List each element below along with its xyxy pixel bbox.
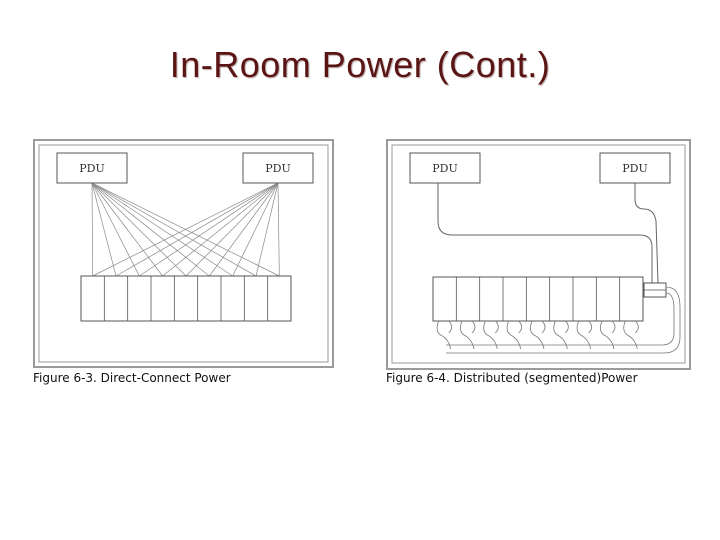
pdu-left-label: PDU bbox=[432, 162, 458, 175]
distribution-panel bbox=[643, 282, 667, 298]
power-wire bbox=[185, 182, 279, 277]
rack-drop bbox=[565, 320, 569, 334]
pdu-left-box bbox=[409, 152, 481, 184]
power-wire bbox=[91, 182, 94, 277]
rack-drop bbox=[460, 320, 475, 350]
distributed-power-diagram: PDU PDU bbox=[386, 139, 692, 371]
power-wire bbox=[277, 182, 280, 277]
rack-drop bbox=[600, 320, 615, 350]
rack-drop bbox=[635, 320, 639, 334]
rack-row-outline bbox=[432, 276, 644, 322]
rack-row bbox=[80, 275, 292, 322]
rack-drop bbox=[448, 320, 453, 334]
power-wires bbox=[91, 182, 280, 277]
rack-drop bbox=[495, 320, 499, 334]
rack-drop bbox=[541, 320, 546, 334]
rack-drop bbox=[436, 320, 452, 350]
rack-drop bbox=[483, 320, 498, 350]
power-wire bbox=[255, 182, 279, 277]
figure-caption-distributed: Figure 6-4. Distributed (segmented)Power bbox=[386, 371, 638, 385]
bus-loop bbox=[446, 292, 675, 346]
rack-row bbox=[432, 276, 644, 322]
rack-drop bbox=[588, 320, 593, 334]
power-wire bbox=[162, 182, 279, 277]
power-wire bbox=[91, 182, 140, 277]
pdu-right-label: PDU bbox=[622, 162, 648, 175]
feeder-cables bbox=[437, 183, 659, 284]
pdu-left-box bbox=[56, 152, 128, 184]
power-wire bbox=[115, 182, 279, 277]
rack-drop bbox=[506, 320, 522, 350]
power-wire bbox=[91, 182, 117, 277]
direct-connect-power-diagram: PDU PDU bbox=[33, 139, 335, 369]
figure-caption-direct: Figure 6-3. Direct-Connect Power bbox=[33, 371, 231, 385]
rack-drop bbox=[553, 320, 568, 350]
power-wire bbox=[91, 182, 233, 277]
power-wire bbox=[91, 182, 210, 277]
rack-drop bbox=[623, 320, 638, 350]
power-wire bbox=[91, 182, 257, 277]
rack-drop bbox=[576, 320, 592, 350]
power-wire bbox=[92, 182, 279, 277]
power-wire bbox=[91, 182, 187, 277]
pdu-left-label: PDU bbox=[79, 162, 105, 175]
power-wire bbox=[91, 182, 163, 277]
rack-row-outline bbox=[80, 275, 292, 322]
rack-drop bbox=[518, 320, 523, 334]
power-wire bbox=[139, 182, 279, 277]
rack-drop bbox=[530, 320, 545, 350]
rack-drop bbox=[471, 320, 476, 334]
bus-loop bbox=[446, 286, 681, 354]
pdu-right-box bbox=[599, 152, 671, 184]
slide-title: In-Room Power (Cont.) bbox=[169, 44, 551, 85]
pdu-right-box bbox=[242, 152, 314, 184]
power-wire bbox=[232, 182, 279, 277]
pdu-right-label: PDU bbox=[265, 162, 291, 175]
rack-drop bbox=[611, 320, 616, 334]
rack-power-drops bbox=[436, 286, 681, 354]
power-wire bbox=[209, 182, 279, 277]
